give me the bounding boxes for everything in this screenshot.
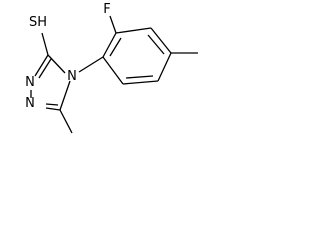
bond-b5-b6-inner	[125, 75, 154, 79]
substituent-bonds	[41, 32, 104, 134]
bond-b3-b4-inner	[147, 34, 165, 55]
bond-b1-b2-inner	[109, 37, 122, 57]
bond-n2-c3-double	[38, 58, 52, 79]
bond-c3-sh	[41, 32, 49, 56]
bond-n4-aryl	[78, 56, 104, 73]
bond-b2-fluorine	[109, 15, 117, 34]
bond-b1-b2	[102, 32, 117, 58]
bond-c5-n1-double	[45, 103, 59, 106]
atom-label-n2: N	[25, 75, 35, 90]
atom-label-n4: N	[67, 69, 77, 84]
atom-label-fluorine: F	[103, 2, 110, 17]
molecule-structure: SH F N N N	[25, 2, 198, 134]
atom-label-sh: SH	[29, 15, 47, 30]
bond-b2-b3	[115, 27, 152, 34]
molecule-canvas: SH F N N N	[0, 0, 212, 158]
bond-c5-methyl	[59, 109, 73, 134]
bond-c3-n4	[47, 54, 66, 74]
benzene-ring	[102, 27, 172, 85]
bond-b5-b6	[122, 80, 159, 85]
bond-b4-b5	[157, 52, 172, 82]
atom-label-n1: N	[25, 96, 35, 111]
bond-b6-b1	[102, 56, 124, 85]
bond-b3-b4	[150, 27, 172, 54]
bond-c5-n1	[45, 107, 61, 111]
benzene-substituents	[109, 15, 198, 54]
bond-n2-c3	[34, 54, 49, 77]
triazole-ring	[30, 54, 71, 111]
bond-n4-c5	[59, 80, 71, 111]
